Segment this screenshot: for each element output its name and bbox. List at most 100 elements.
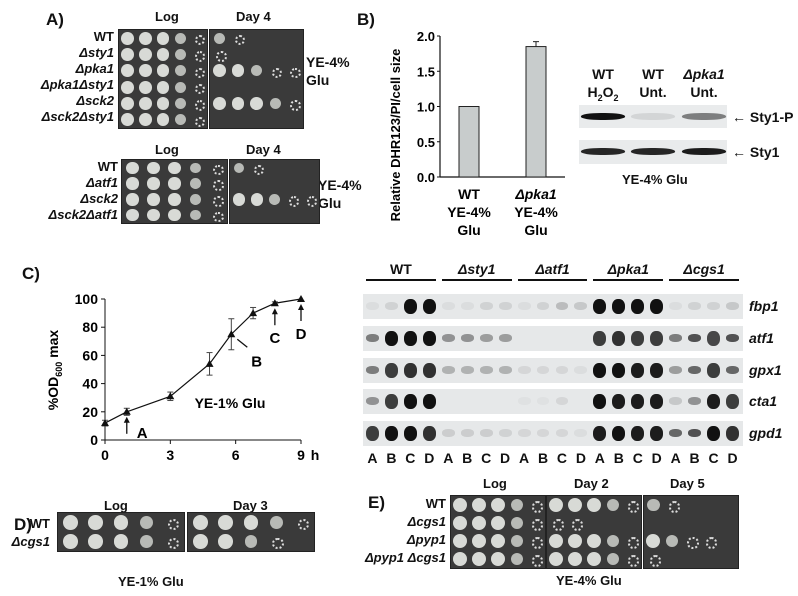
rna-band bbox=[498, 302, 512, 310]
strain-label: WT bbox=[97, 159, 118, 174]
strain-label: Δpka1Δsty1 bbox=[40, 77, 114, 92]
rna-band bbox=[384, 426, 398, 441]
colony-spot bbox=[147, 177, 160, 190]
medium-label: Glu bbox=[306, 72, 330, 88]
colony-spot bbox=[194, 51, 206, 62]
protein-band bbox=[682, 113, 726, 120]
rna-band bbox=[366, 366, 379, 374]
rna-band bbox=[460, 429, 474, 437]
northern-blot-gpd1 bbox=[363, 421, 743, 446]
rna-band bbox=[707, 302, 721, 310]
colony-spot bbox=[269, 194, 280, 205]
rna-band bbox=[366, 334, 379, 342]
rna-band bbox=[403, 426, 417, 441]
panel-d-label: D) bbox=[14, 515, 32, 534]
lane-label: WT bbox=[592, 66, 614, 82]
rna-band bbox=[441, 429, 455, 437]
colony-spot bbox=[571, 519, 583, 531]
header-log: Log bbox=[483, 476, 507, 491]
medium-label: YE-1% Glu bbox=[195, 395, 266, 411]
colony-spot bbox=[156, 80, 170, 94]
rna-band bbox=[403, 299, 417, 314]
colony-spot bbox=[139, 113, 152, 127]
colony-spot bbox=[126, 193, 139, 206]
rna-band bbox=[707, 363, 721, 378]
rna-band bbox=[593, 299, 607, 314]
colony-spot bbox=[606, 498, 619, 512]
western-medium: YE-4% Glu bbox=[622, 172, 688, 187]
rna-band bbox=[631, 426, 645, 441]
colony-spot bbox=[147, 161, 160, 174]
colony-spot bbox=[586, 551, 601, 566]
colony-spot bbox=[490, 515, 505, 530]
gene-label: gpd1 bbox=[749, 425, 783, 441]
colony-spot bbox=[472, 551, 487, 566]
protein-band bbox=[631, 148, 675, 155]
western-blot-strip bbox=[579, 140, 727, 164]
protein-band bbox=[682, 148, 726, 155]
northern-blot-gpx1 bbox=[363, 358, 743, 383]
data-point bbox=[205, 359, 214, 367]
strain-bracket bbox=[593, 279, 664, 281]
colony-spot bbox=[126, 177, 139, 190]
colony-spot bbox=[193, 515, 208, 530]
northern-blot-atf1 bbox=[363, 326, 743, 351]
rna-band bbox=[537, 397, 550, 405]
strain-label: Δpka1 bbox=[75, 61, 114, 76]
colony-spot bbox=[453, 551, 468, 566]
colony-spot bbox=[121, 64, 135, 78]
colony-spot bbox=[88, 534, 104, 549]
lane-label: D bbox=[727, 450, 738, 466]
lane-label: A bbox=[670, 450, 681, 466]
y-tick-label: 100 bbox=[75, 291, 99, 307]
lane-label: D bbox=[424, 450, 435, 466]
colony-spot bbox=[510, 498, 523, 512]
lane-label: D bbox=[651, 450, 662, 466]
lane-label: WT bbox=[642, 66, 664, 82]
colony-spot bbox=[194, 34, 206, 46]
rna-band bbox=[612, 426, 626, 441]
timepoint-label: D bbox=[296, 326, 307, 343]
colony-spot bbox=[175, 32, 187, 44]
colony-spot bbox=[168, 177, 181, 190]
colony-spot bbox=[269, 97, 281, 110]
colony-spot bbox=[156, 64, 170, 78]
strain-label: Δsty1 bbox=[79, 45, 114, 60]
day4-plate bbox=[209, 29, 304, 129]
colony-spot bbox=[232, 193, 246, 206]
strain-label: Δatf1 bbox=[535, 261, 570, 277]
colony-spot bbox=[113, 515, 129, 530]
strain-label: Δsck2 bbox=[80, 191, 118, 206]
lane-label: C bbox=[632, 450, 643, 466]
colony-spot bbox=[212, 97, 226, 110]
colony-spot bbox=[647, 498, 660, 512]
colony-spot bbox=[156, 97, 170, 110]
strain-label: WT bbox=[425, 496, 446, 511]
rna-band bbox=[403, 331, 417, 346]
data-point bbox=[122, 407, 131, 415]
x-tick-label: YE-4% bbox=[514, 204, 558, 220]
x-tick-label: 6 bbox=[232, 447, 240, 460]
colony-spot bbox=[510, 552, 523, 566]
colony-spot bbox=[88, 515, 104, 530]
y-tick-label: 20 bbox=[82, 404, 98, 420]
rna-band bbox=[498, 366, 512, 374]
colony-spot bbox=[568, 533, 583, 548]
colony-spot bbox=[121, 80, 135, 94]
lane-label: A bbox=[443, 450, 454, 466]
colony-spot bbox=[606, 552, 619, 566]
colony-spot bbox=[628, 501, 640, 513]
rna-band bbox=[574, 429, 588, 437]
colony-spot bbox=[139, 31, 152, 45]
rna-band bbox=[479, 302, 493, 310]
bar bbox=[525, 46, 547, 178]
rna-band bbox=[498, 429, 512, 437]
colony-spot bbox=[628, 537, 640, 549]
rna-band bbox=[403, 363, 417, 378]
log-plate bbox=[121, 159, 228, 224]
colony-spot bbox=[139, 516, 153, 529]
rna-band bbox=[366, 397, 379, 405]
lane-label: A bbox=[367, 450, 378, 466]
colony-spot bbox=[147, 208, 160, 222]
colony-spot bbox=[586, 497, 601, 512]
